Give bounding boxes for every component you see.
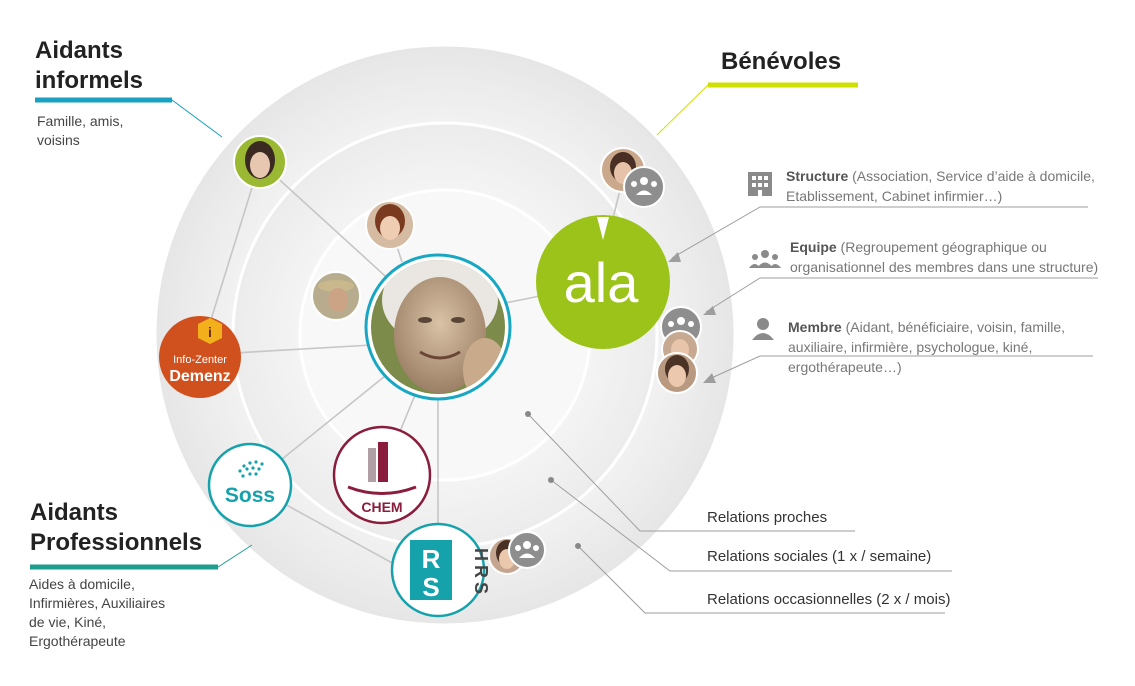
- building-icon: [748, 172, 772, 196]
- desc-pros-line4: Ergothérapeute: [29, 633, 126, 649]
- desc-informels-line1: Famille, amis,: [37, 113, 124, 129]
- legend-membre-desc: (Aidant, bénéficiaire, voisin, famille, …: [788, 319, 1066, 375]
- desc-informels-line2: voisins: [37, 132, 80, 148]
- heading-informels-line1: Aidants: [35, 37, 124, 64]
- heading-pros-line1: Aidants: [30, 499, 119, 526]
- legend-pointers: [671, 206, 1098, 381]
- avatar-benevole-woman[interactable]: [600, 147, 646, 193]
- info-zenter-line1: Info-Zenter: [173, 354, 227, 366]
- avatar-man-hat[interactable]: [311, 271, 361, 321]
- hrs-vertical-text: HRS: [471, 548, 491, 598]
- relation-sociales-label: Relations sociales (1 x / semaine): [707, 548, 932, 565]
- desc-pros-line2: Infirmières, Auxiliaires: [29, 595, 166, 611]
- legend-structure-term: Structure: [786, 168, 849, 184]
- desc-aidants-professionnels: Aides à domicile, Infirmières, Auxiliair…: [29, 575, 165, 651]
- avatar-young-woman-2[interactable]: [365, 200, 415, 250]
- info-zenter-line2: Demenz: [169, 368, 230, 385]
- heading-aidants-professionnels: Aidants Professionnels: [30, 498, 202, 558]
- heading-benevoles: Bénévoles: [721, 48, 842, 75]
- heading-informels-line2: informels: [35, 67, 144, 94]
- hrs-letter-s: S: [422, 572, 439, 602]
- relation-occasionnelles-label: Relations occasionnelles (2 x / mois): [707, 591, 951, 608]
- info-zenter-logo[interactable]: i Info-Zenter Demenz: [159, 316, 241, 398]
- relation-dot-proches: [525, 411, 531, 417]
- soss-logo[interactable]: Soss: [207, 442, 293, 528]
- desc-aidants-informels: Famille, amis, voisins: [37, 112, 123, 150]
- legend-equipe-term: Equipe: [790, 239, 837, 255]
- team-badge-benevoles[interactable]: [623, 166, 665, 208]
- info-badge-letter: i: [208, 324, 212, 340]
- legend-equipe: Equipe (Regroupement géographique ou org…: [790, 237, 1125, 277]
- team-badge-hrs[interactable]: [508, 531, 546, 569]
- person-icon: [752, 318, 774, 340]
- desc-pros-line1: Aides à domicile,: [29, 576, 135, 592]
- relation-dot-sociales: [548, 477, 554, 483]
- central-person-avatar[interactable]: [364, 253, 512, 402]
- relation-pointers: [527, 413, 952, 614]
- legend-equipe-desc: (Regroupement géographique ou organisati…: [790, 239, 1099, 275]
- relation-proches-label: Relations proches: [707, 509, 828, 526]
- ala-logo[interactable]: ala: [536, 215, 670, 349]
- legend-membre: Membre (Aidant, bénéficiaire, voisin, fa…: [788, 317, 1098, 377]
- relation-dot-occasionnelles: [575, 543, 581, 549]
- hrs-letter-r: R: [422, 544, 441, 574]
- legend-structure: Structure (Association, Service d’aide à…: [786, 166, 1121, 206]
- chem-logo[interactable]: CHEM: [332, 425, 432, 525]
- desc-pros-line3: de vie, Kiné,: [29, 614, 107, 630]
- legend-structure-desc: (Association, Service d’aide à domicile,…: [786, 168, 1095, 204]
- legend-arrowheads: [668, 252, 716, 383]
- group-icon: [749, 250, 781, 268]
- chem-logo-text: CHEM: [361, 499, 402, 515]
- soss-logo-text: Soss: [225, 484, 275, 507]
- avatar-young-woman-1[interactable]: [233, 135, 287, 189]
- benevoles-pointer: [656, 84, 858, 136]
- avatar-member-2[interactable]: [656, 352, 698, 394]
- heading-aidants-informels: Aidants informels: [35, 36, 143, 96]
- heading-pros-line2: Professionnels: [30, 529, 203, 556]
- ala-logo-text: ala: [564, 251, 640, 314]
- legend-membre-term: Membre: [788, 319, 842, 335]
- hrs-logo[interactable]: R S HRS: [390, 522, 491, 618]
